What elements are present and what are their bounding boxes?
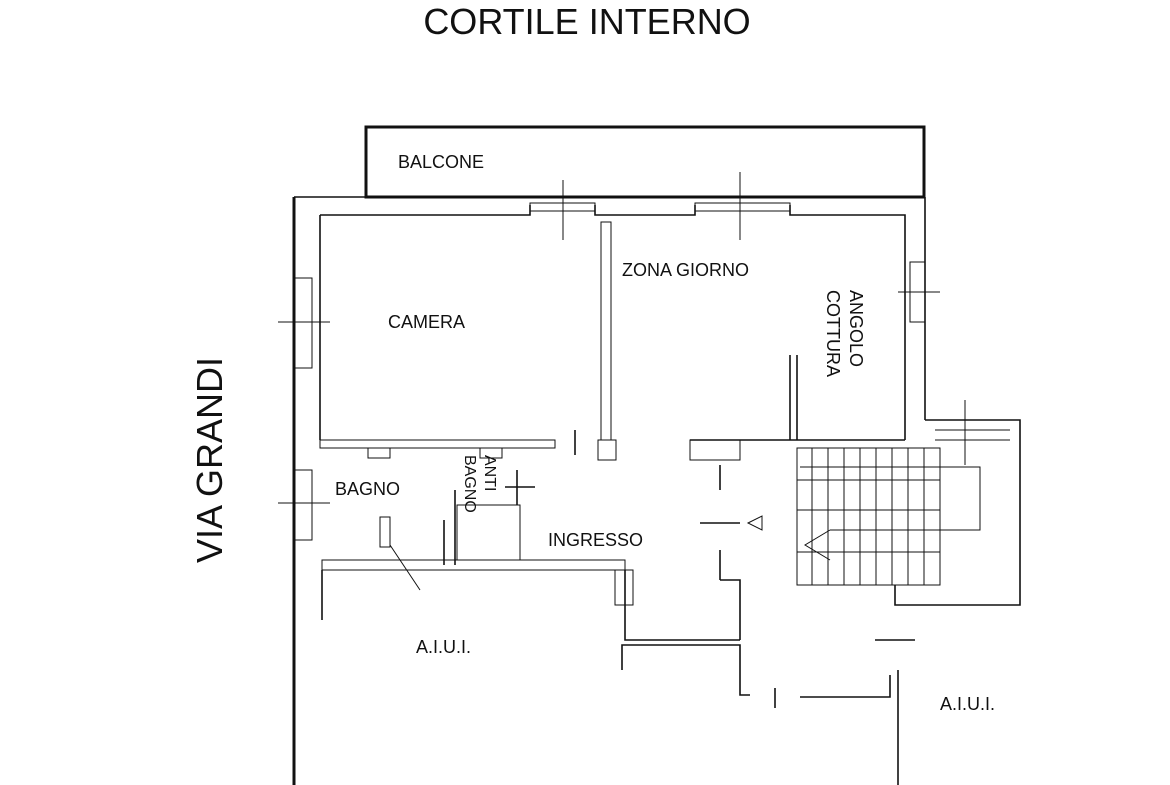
room-label-other-unit-left: A.I.U.I.	[416, 637, 471, 657]
room-label-bathroom: BAGNO	[335, 479, 400, 499]
room-label-entrance: INGRESSO	[548, 530, 643, 550]
street-label: VIA GRANDI	[189, 357, 230, 563]
room-label-other-unit-right: A.I.U.I.	[940, 694, 995, 714]
room-label-bedroom: CAMERA	[388, 312, 465, 332]
room-label-kitchen-1: ANGOLO	[846, 290, 866, 367]
room-label-kitchen-2: COTTURA	[823, 290, 843, 377]
staircase	[796, 400, 1021, 606]
courtyard-label: CORTILE INTERNO	[423, 1, 750, 42]
room-label-living: ZONA GIORNO	[622, 260, 749, 280]
room-label-antibath-1: ANTI	[481, 455, 498, 491]
room-label-antibath-2: BAGNO	[461, 455, 478, 513]
walls	[278, 172, 940, 785]
room-label-balcony: BALCONE	[398, 152, 484, 172]
